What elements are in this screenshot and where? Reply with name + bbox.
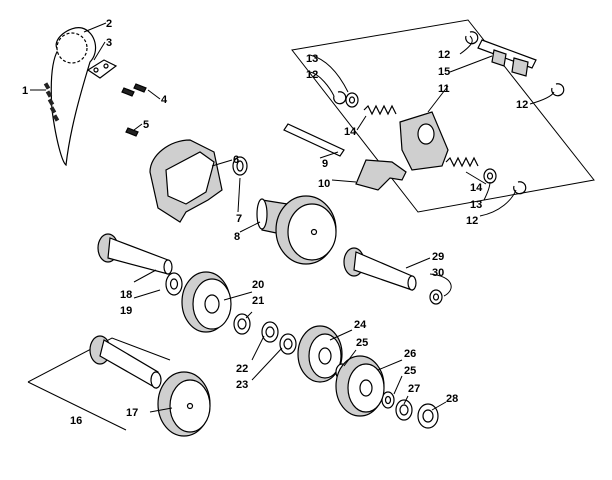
- drive-chain: [43, 27, 97, 167]
- callout-10: 10: [318, 178, 330, 190]
- callout-16: 16: [70, 415, 82, 427]
- callout-13-top: 13: [306, 53, 318, 65]
- callout-15: 15: [438, 66, 450, 78]
- bushing-28: [417, 403, 439, 429]
- callout-27: 27: [408, 383, 420, 395]
- shaft-29: [343, 247, 417, 291]
- shift-shaft: [477, 39, 537, 77]
- callout-3: 3: [106, 37, 112, 49]
- cap-screws: [121, 83, 147, 137]
- callout-17: 17: [126, 407, 138, 419]
- callout-1: 1: [22, 85, 28, 97]
- callout-20: 20: [252, 279, 264, 291]
- input-shaft-18: [97, 233, 173, 275]
- retaining-rings: [333, 31, 565, 195]
- callout-28: 28: [446, 393, 458, 405]
- callout-26: 26: [404, 348, 416, 360]
- shift-drum: [399, 111, 449, 171]
- callout-18: 18: [120, 289, 132, 301]
- callout-21: 21: [252, 295, 264, 307]
- callout-30: 30: [432, 267, 444, 279]
- gear-17: [157, 371, 211, 437]
- shaft-group-outline: [27, 337, 171, 431]
- washer-30: [429, 289, 443, 305]
- callout-labels: 1 2 3 4 5 6 7 8 9 10 11 12 12 12 12 13 1…: [22, 18, 528, 427]
- thrust-washer-7: [232, 156, 248, 176]
- callout-12-left: 12: [306, 69, 318, 81]
- bushing-27: [395, 399, 413, 421]
- callout-6: 6: [233, 154, 239, 166]
- callout-13-bottom: 13: [470, 199, 482, 211]
- callout-5: 5: [143, 119, 149, 131]
- shift-assembly-outline: [291, 19, 595, 213]
- drive-sprocket: [56, 32, 88, 64]
- callout-9: 9: [322, 158, 328, 170]
- bushing-21: [233, 313, 251, 335]
- washer-19: [165, 272, 183, 296]
- gear-24: [297, 325, 343, 383]
- callout-23: 23: [236, 379, 248, 391]
- callout-29: 29: [432, 251, 444, 263]
- callout-12-right: 12: [516, 99, 528, 111]
- callout-2: 2: [106, 18, 112, 30]
- shift-fork: [355, 159, 407, 191]
- gear-shaft-8: [256, 195, 337, 265]
- callout-25-top: 25: [356, 337, 368, 349]
- output-shaft: [89, 335, 162, 389]
- leader-lines: [30, 22, 555, 413]
- washers-13: [345, 92, 497, 184]
- callout-11: 11: [438, 83, 450, 95]
- callout-12-bottom: 12: [466, 215, 478, 227]
- shift-rod: [283, 123, 345, 157]
- callout-4: 4: [161, 94, 168, 106]
- callout-14-right: 14: [470, 182, 483, 194]
- gear-20: [181, 271, 232, 333]
- sprocket-plate: [86, 59, 118, 79]
- callout-19: 19: [120, 305, 132, 317]
- callout-7: 7: [236, 213, 242, 225]
- callout-24: 24: [354, 319, 367, 331]
- washers-22-23: [261, 321, 297, 355]
- callout-14-left: 14: [344, 126, 357, 138]
- gear-26: [335, 355, 385, 417]
- callout-25-bottom: 25: [404, 365, 416, 377]
- cover: [149, 139, 223, 223]
- callout-12-top: 12: [438, 49, 450, 61]
- callout-8: 8: [234, 231, 240, 243]
- springs: [363, 104, 479, 168]
- callout-22: 22: [236, 363, 248, 375]
